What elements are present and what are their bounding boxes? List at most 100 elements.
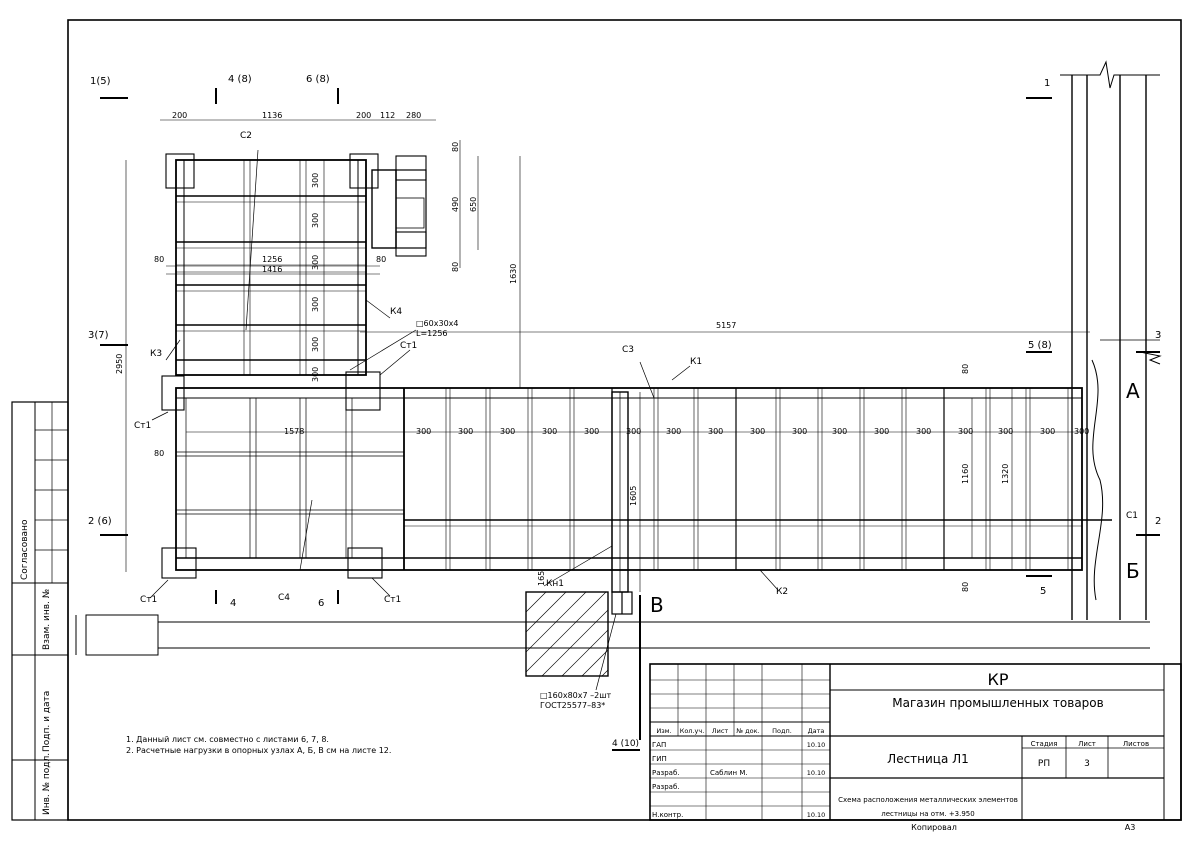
bay-dim-4: 300 (584, 427, 599, 436)
tb-row-date-4: 10.10 (807, 811, 826, 819)
note-1: 1. Данный лист см. совместно с листами 6… (126, 735, 329, 744)
dim-80-top-r: 80 (961, 364, 970, 374)
dim-step-2: 300 (311, 255, 320, 270)
mark-6-8: 6 (8) (306, 74, 330, 85)
mark-3: 3 (1155, 330, 1161, 341)
tb-row-role-4: Н.контр. (652, 811, 683, 819)
bay-dim-9: 300 (792, 427, 807, 436)
note-2: 2. Расчетные нагрузки в опорных узлах А,… (126, 746, 391, 755)
tb-row-role-0: ГАП (652, 741, 666, 749)
dim-1416: 1416 (262, 265, 282, 274)
bay-dim-15: 300 (1040, 427, 1055, 436)
wall-right (1060, 60, 1162, 620)
mark-4: 4 (230, 598, 236, 609)
tb-row-role-1: ГИП (652, 755, 667, 763)
el-c3: С3 (622, 345, 634, 355)
mark-2: 2 (1155, 516, 1161, 527)
callout-profile2-std: ГОСТ25577–83* (540, 701, 605, 710)
tb-copied: Копировал (911, 823, 957, 832)
dim-1630: 1630 (509, 264, 518, 284)
bay-dim-7: 300 (708, 427, 723, 436)
tb-row-date-0: 10.10 (807, 741, 826, 749)
callout-profile1-len: L=1256 (416, 329, 448, 338)
dim-top-280: 280 (406, 111, 421, 120)
callout-profile1: □60х30х4 (416, 319, 458, 328)
dim-1160: 1160 (961, 464, 970, 484)
bay-dimension-labels: 300 300 300 300 300 300 300 300 300 300 300 300 300 3… (416, 427, 1089, 436)
tb-row-role-2: Разраб. (652, 769, 680, 777)
tb-col-2: Лист (712, 727, 729, 735)
tb-desc-2: лестницы на отм. +3.950 (881, 810, 974, 818)
side-inv-orig: Инв. № подл. (42, 753, 52, 815)
bay-dim-13: 300 (958, 427, 973, 436)
bay-dim-12: 300 (916, 427, 931, 436)
title-block (649, 663, 1182, 821)
bay-dim-11: 300 (874, 427, 889, 436)
el-st1-a: Ст1 (134, 421, 151, 431)
side-agreed: Согласовано (20, 519, 30, 580)
dim-80-r: 80 (376, 255, 386, 264)
tb-col-1: Кол.уч. (680, 727, 705, 735)
support-block-hatched (525, 591, 641, 740)
bay-dim-0: 300 (416, 427, 431, 436)
tb-format: А3 (1125, 823, 1136, 832)
tb-col-4: Подп. (772, 727, 792, 735)
dim-r-80b: 80 (451, 262, 460, 272)
upper-flight (175, 159, 427, 376)
el-st1-d: Ст1 (384, 595, 401, 605)
bay-dim-14: 300 (998, 427, 1013, 436)
dim-r-80a: 80 (451, 142, 460, 152)
dim-step-3: 300 (311, 297, 320, 312)
side-inv-repl: Взам. инв. № (42, 589, 52, 650)
mark-2-6: 2 (6) (88, 516, 112, 527)
tb-col-5: Дата (808, 727, 825, 735)
el-st1-c: Ст1 (140, 595, 157, 605)
dim-step-4: 300 (311, 337, 320, 352)
dim-2950: 2950 (115, 354, 124, 374)
dim-top-200a: 200 (172, 111, 187, 120)
tb-sheet-value: 3 (1084, 759, 1090, 769)
side-stamp-frame (11, 401, 69, 821)
tb-code: КР (987, 670, 1008, 689)
tb-col-3: № док. (735, 727, 759, 735)
dim-r-490: 490 (451, 197, 460, 212)
bottom-beam (75, 614, 1150, 656)
el-c4: С4 (278, 593, 290, 603)
mark-4-8: 4 (8) (228, 74, 252, 85)
tb-row-name-2: Саблин М. (710, 769, 748, 777)
dim-step-1: 300 (311, 213, 320, 228)
dim-1605: 1605 (629, 486, 638, 506)
dim-step-5: 300 (311, 367, 320, 382)
mark-4-10: 4 (10) (612, 739, 639, 749)
bay-dim-2: 300 (500, 427, 515, 436)
leaders (149, 149, 779, 691)
el-c1: С1 (1126, 511, 1138, 521)
bay-dim-8: 300 (750, 427, 765, 436)
base-plates (161, 153, 427, 579)
bay-dim-16: 300 (1074, 427, 1089, 436)
tb-desc-1: Схема расположения металлических элемент… (838, 796, 1018, 804)
mark-5-8: 5 (8) (1028, 340, 1052, 351)
el-c2: С2 (240, 131, 252, 141)
node-v: В (650, 593, 664, 617)
bay-dim-3: 300 (542, 427, 557, 436)
dim-80-left: 80 (154, 449, 164, 458)
el-kn1: Кн1 (546, 579, 564, 589)
el-k3: К3 (150, 349, 162, 359)
bay-dim-5: 300 (626, 427, 641, 436)
dim-step-0: 300 (311, 173, 320, 188)
tb-row-role-3: Разраб. (652, 783, 680, 791)
mark-1: 1 (1044, 78, 1050, 89)
bay-dim-10: 300 (832, 427, 847, 436)
side-sign-date: Подп. и дата (42, 691, 52, 752)
dim-1256: 1256 (262, 255, 282, 264)
dim-r-650: 650 (469, 197, 478, 212)
bay-dim-6: 300 (666, 427, 681, 436)
el-st1-b: Ст1 (400, 341, 417, 351)
tb-stage-value: РП (1038, 759, 1050, 769)
mark-1-5: 1(5) (90, 76, 111, 87)
section-marks (100, 88, 1160, 751)
dim-top-200b: 200 (356, 111, 371, 120)
mark-5: 5 (1040, 586, 1046, 597)
